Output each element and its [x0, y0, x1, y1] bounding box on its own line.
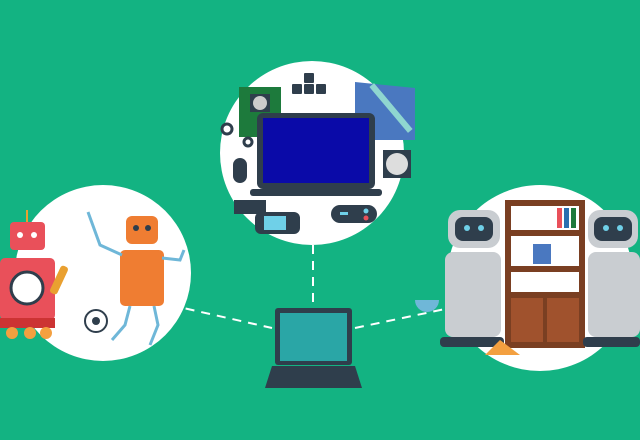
bookshelf-icon: [505, 200, 585, 348]
cpu-fan-icon: [383, 150, 411, 178]
handheld-console-icon: [234, 200, 300, 234]
laptop-icon: [250, 113, 382, 196]
soccer-ball-icon: [84, 309, 108, 333]
gamepad-icon: [331, 205, 377, 223]
arrow-keys-icon: [292, 73, 326, 94]
grey-robot-right-icon: [583, 210, 640, 347]
orange-robot-icon: [86, 211, 186, 346]
mouse-icon: [233, 158, 247, 183]
central-laptop-icon: [265, 308, 362, 388]
red-robot-icon: [0, 210, 68, 339]
gear-icon: [220, 122, 254, 148]
grey-robot-left-icon: [415, 210, 520, 355]
connector-lines: [169, 245, 451, 329]
